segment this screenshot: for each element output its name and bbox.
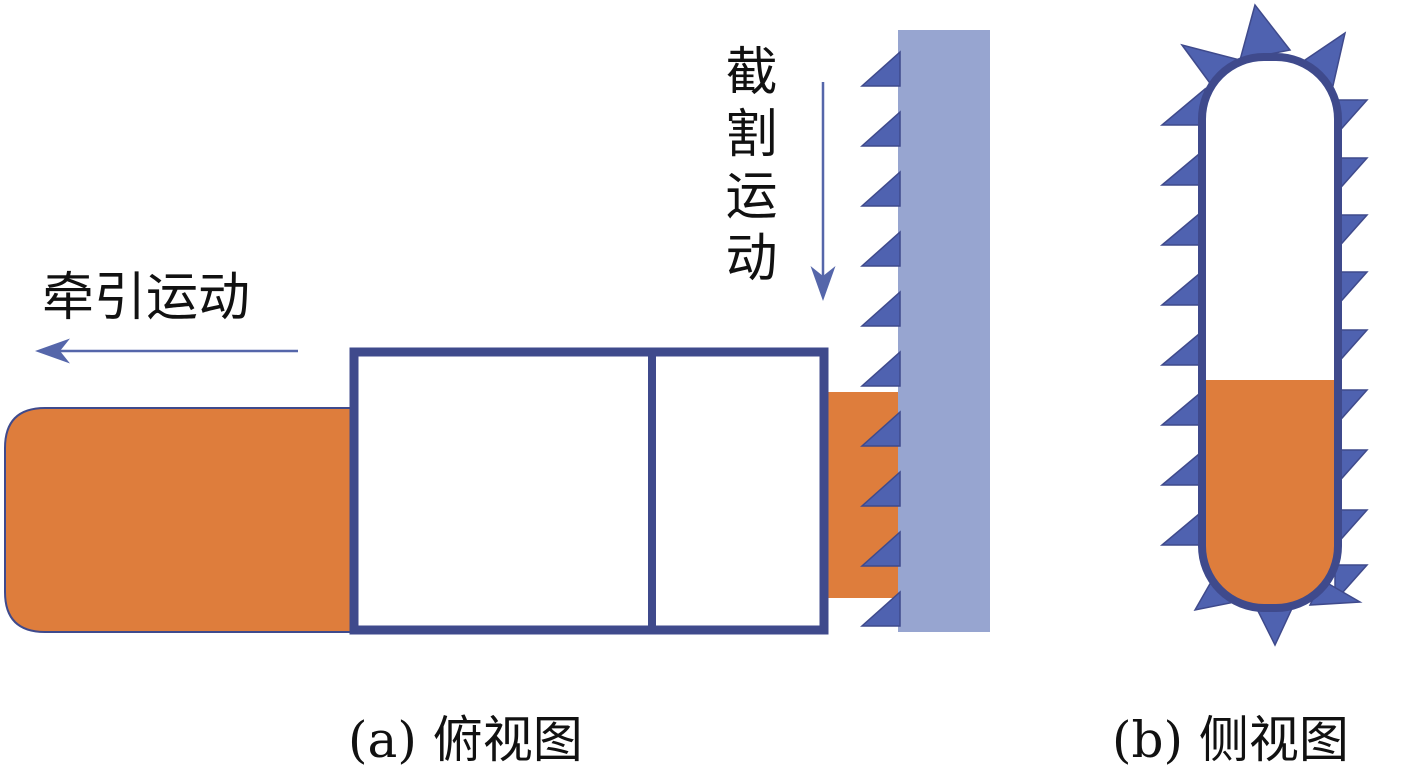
tooth — [860, 290, 901, 327]
tooth — [860, 590, 901, 627]
tooth — [860, 50, 901, 87]
cutting-motion-label: 截割运动 — [715, 44, 776, 306]
tooth — [860, 470, 901, 507]
drum-outline — [1198, 53, 1342, 612]
traction-motion-label: 牵引运动 — [42, 268, 251, 328]
tooth — [860, 530, 901, 567]
tooth — [860, 230, 901, 267]
tooth — [860, 110, 901, 147]
side-view — [1159, 3, 1369, 647]
top-view — [4, 30, 990, 635]
tooth — [860, 170, 901, 207]
cutting-drum-bar — [898, 30, 990, 632]
caption-top-view: (a) 俯视图 — [348, 711, 583, 769]
orange-section — [1202, 380, 1338, 608]
rocker-arm-orange — [4, 407, 361, 633]
drum-teeth-top-view — [860, 50, 901, 627]
tooth — [1238, 3, 1292, 61]
machine-body — [349, 347, 829, 635]
tooth — [860, 410, 901, 447]
tooth — [860, 350, 901, 387]
caption-side-view: (b) 侧视图 — [1112, 711, 1349, 769]
cutting-motion-text: 截割运动 — [716, 44, 776, 292]
